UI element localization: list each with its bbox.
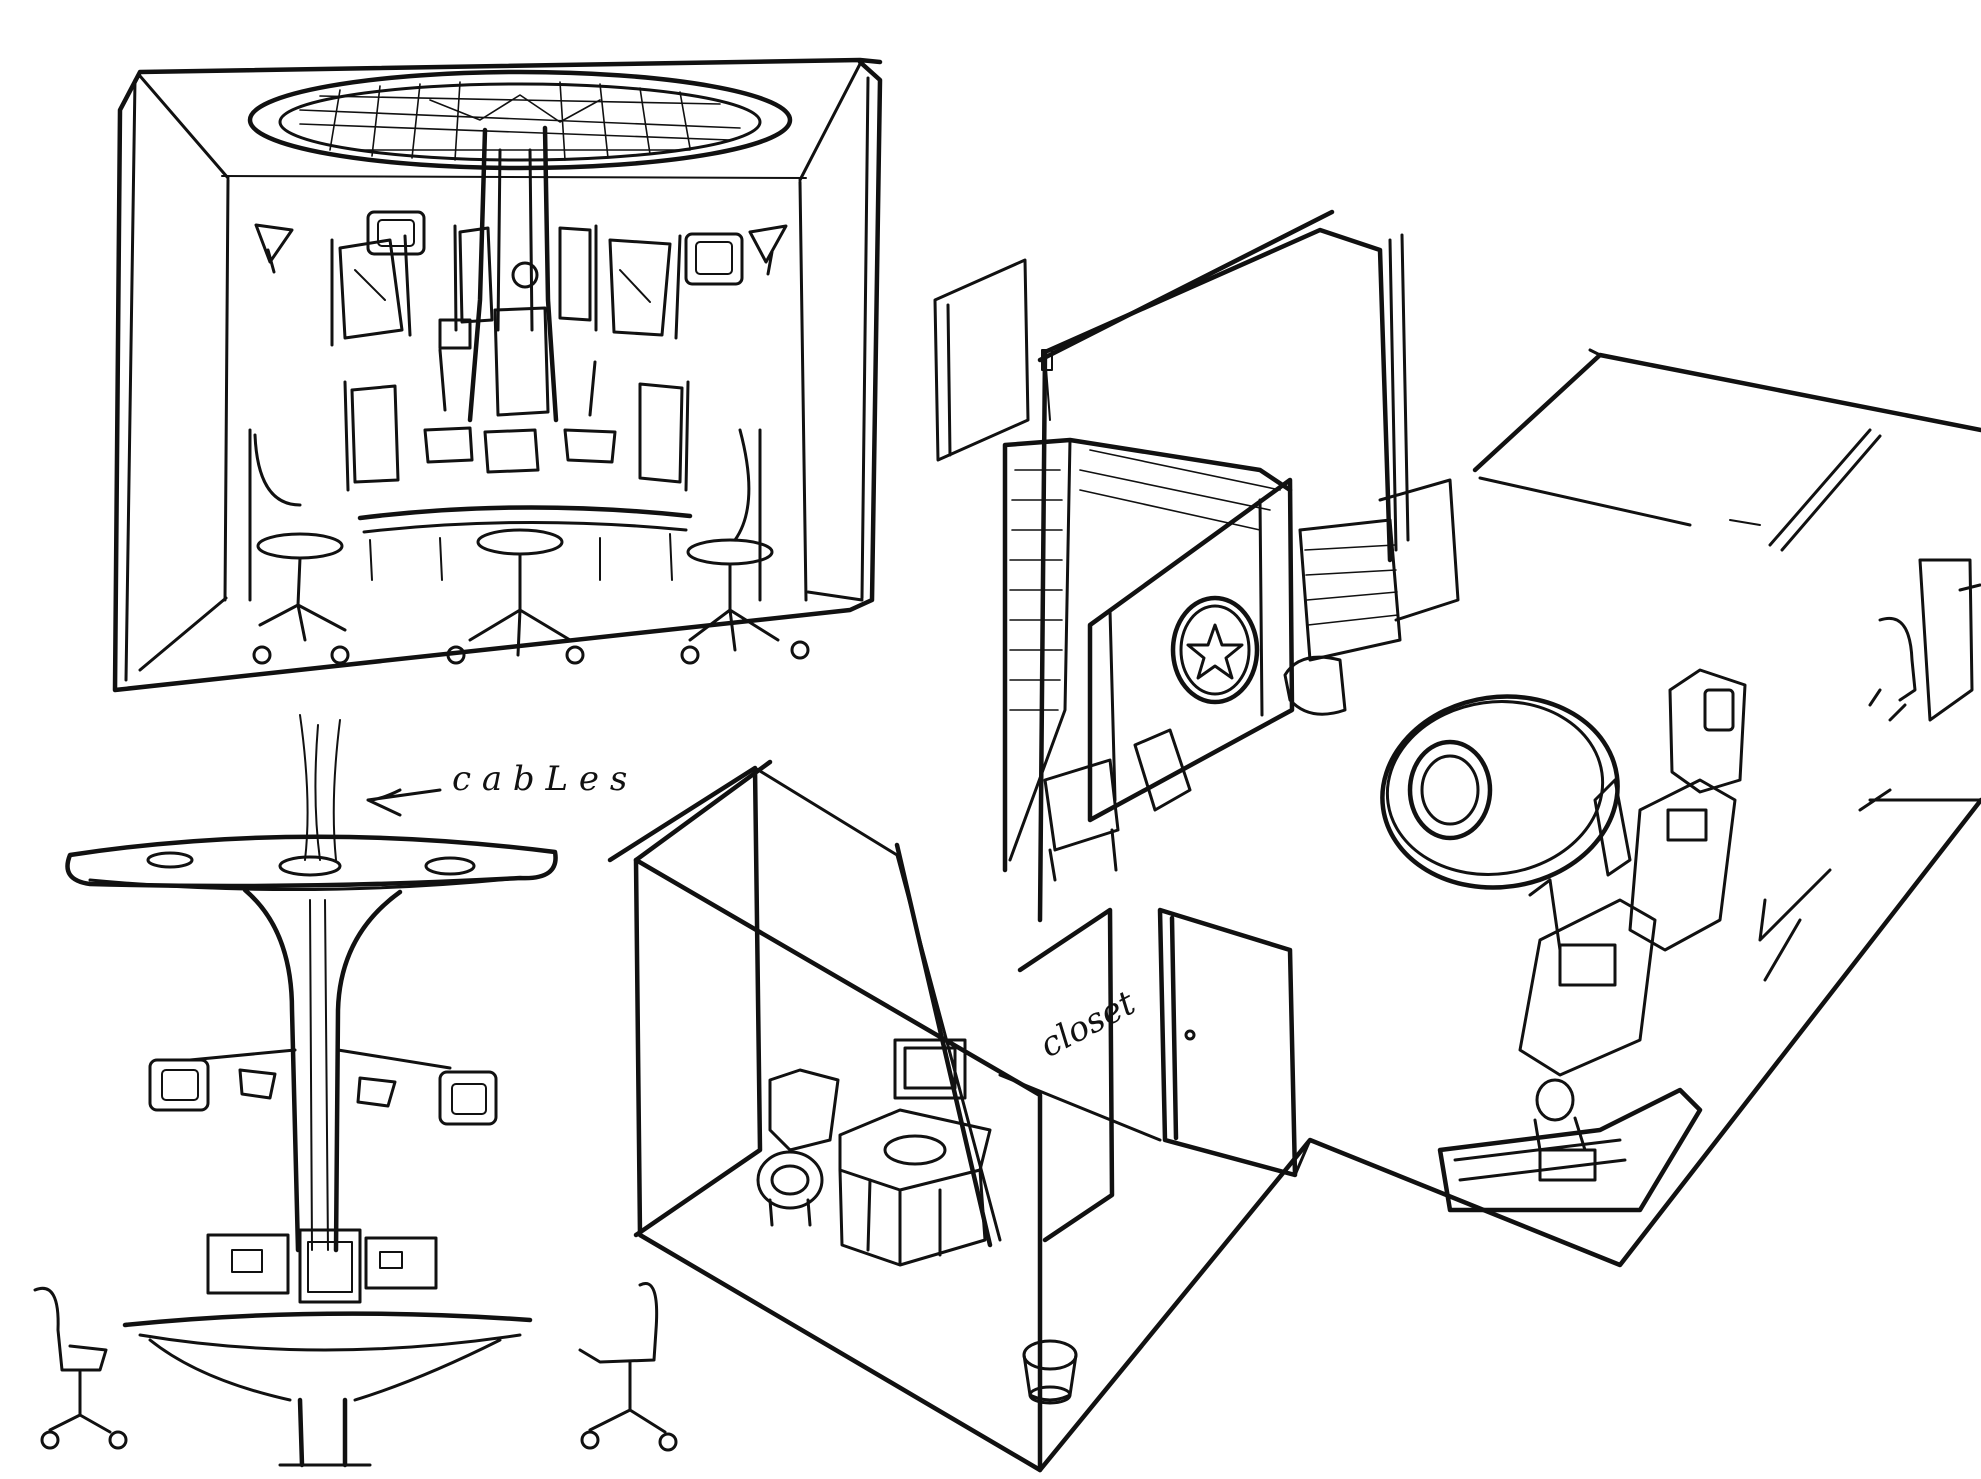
isometric-floorplan-sketch: closet — [607, 209, 1981, 1473]
control-room-perspective-sketch — [112, 57, 883, 693]
closet-annotation: closet — [1033, 983, 1142, 1066]
central-column-console-sketch: c a b L e s — [33, 714, 678, 1468]
cables-annotation: c a b L e s — [452, 759, 627, 799]
